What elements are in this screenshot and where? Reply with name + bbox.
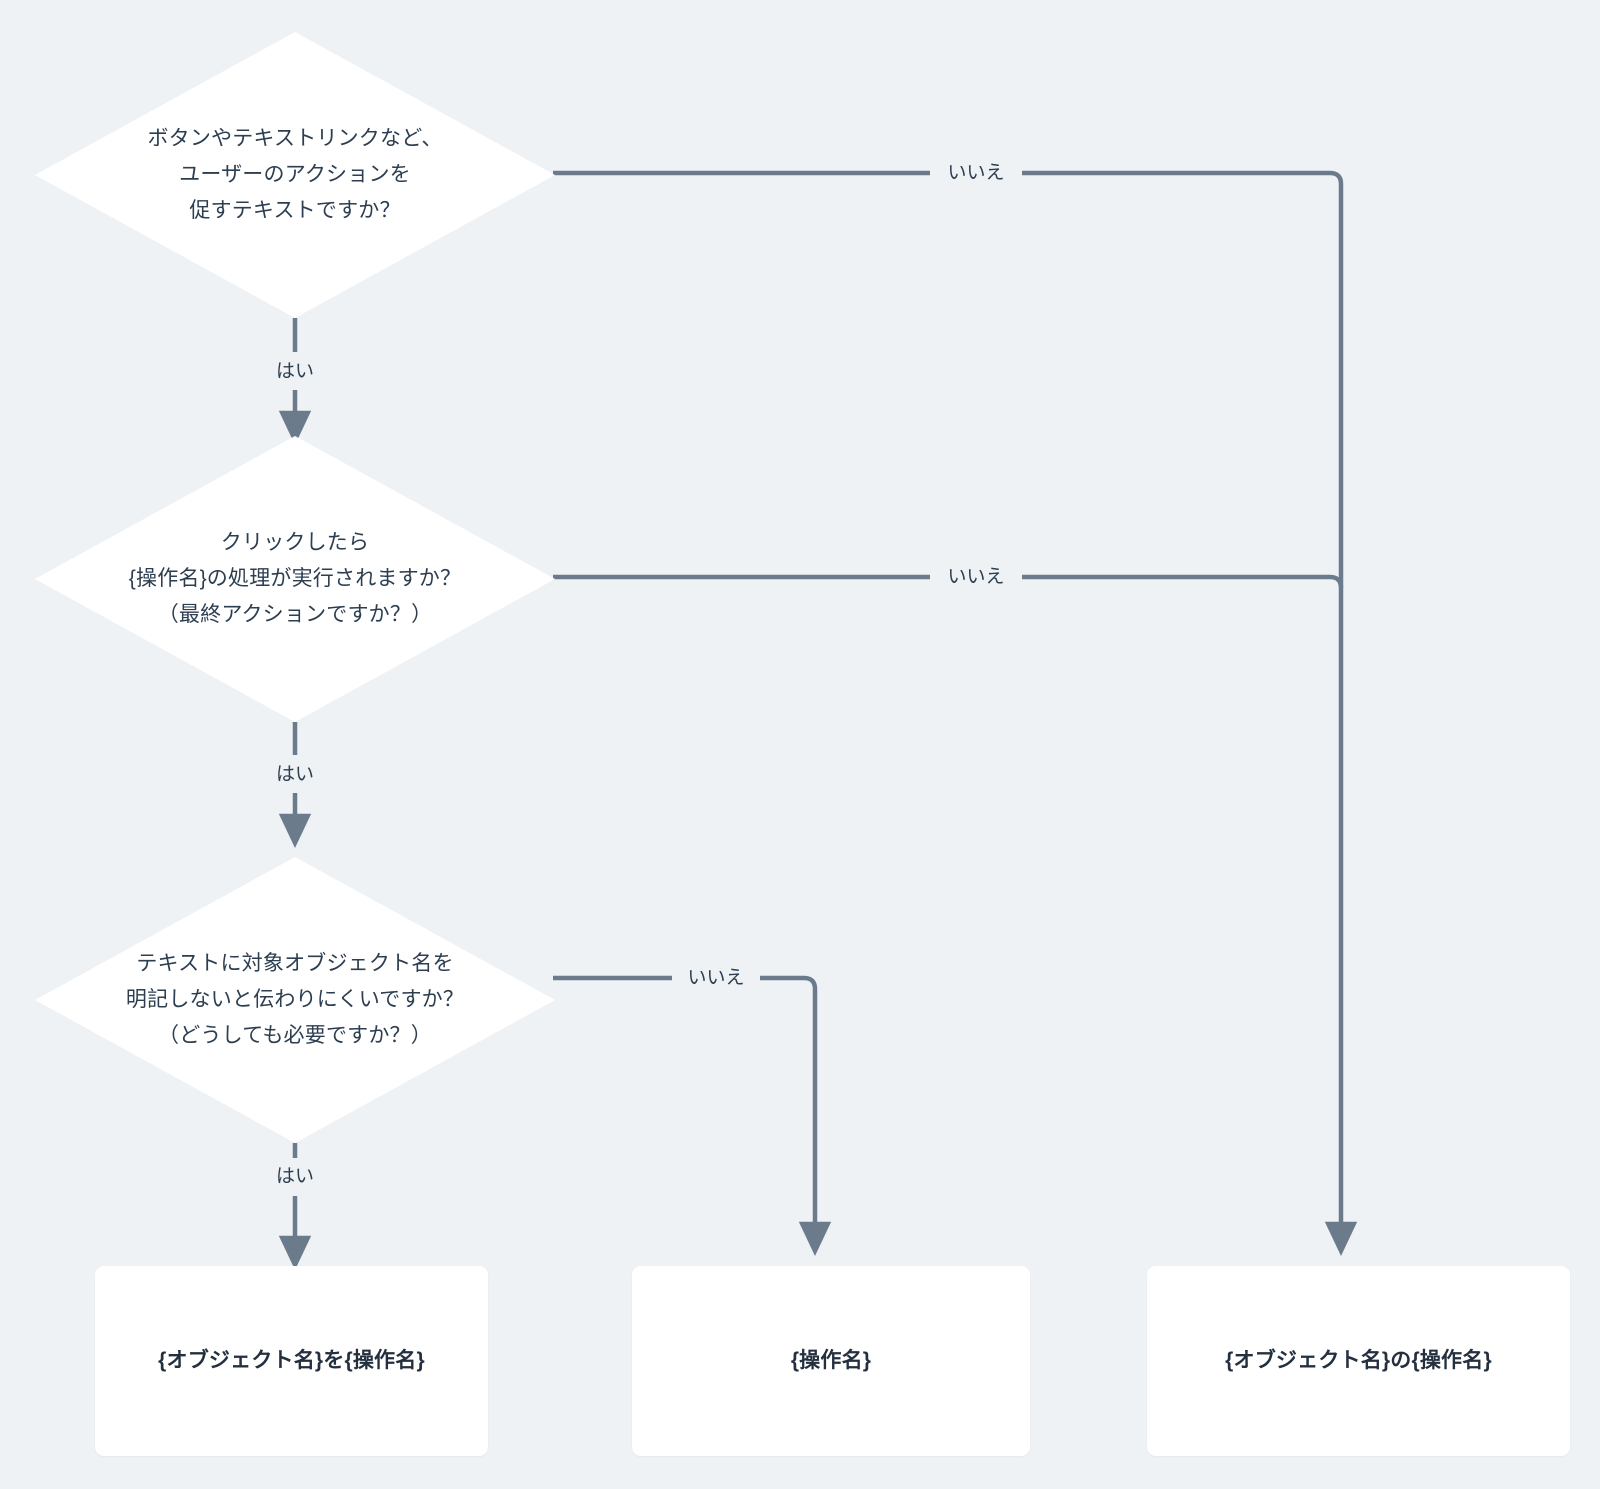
edge-q2-r3-right — [1022, 574, 1344, 589]
edge-label-q2-no: いいえ — [940, 565, 1012, 589]
decision-node-q3[interactable]: テキストに対象オブジェクト名を 明記しないと伝わりにくいですか？ （どうしても必… — [35, 857, 555, 1143]
edge-label-q1-yes: はい — [268, 360, 322, 383]
decision-q3-label: テキストに対象オブジェクト名を 明記しないと伝わりにくいですか？ （どうしても必… — [125, 951, 465, 1048]
decision-node-q1[interactable]: ボタンやテキストリンクなど、 ユーザーのアクションを 促すテキストですか？ — [35, 32, 555, 318]
result-box-1-label: {オブジェクト名}を{操作名} — [158, 1349, 425, 1373]
edge-label-q1-no: いいえ — [940, 161, 1012, 185]
decision-q2-label: クリックしたら {操作名}の処理が実行されますか？ （最終アクションですか？） — [128, 530, 462, 627]
edge-q1-r3-right — [1022, 170, 1358, 1257]
edge-label-q3-yes: はい — [268, 1165, 322, 1188]
result-box-object-wo-action[interactable]: {オブジェクト名}を{操作名} — [95, 1266, 488, 1456]
result-box-2-label: {操作名} — [790, 1349, 872, 1373]
result-box-3-label: {オブジェクト名}の{操作名} — [1225, 1349, 1492, 1373]
result-box-object-no-action[interactable]: {オブジェクト名}の{操作名} — [1147, 1266, 1570, 1456]
decision-q1-label: ボタンやテキストリンクなど、 ユーザーのアクションを 促すテキストですか？ — [147, 126, 443, 223]
edge-label-q2-yes: はい — [268, 763, 322, 786]
decision-node-q2[interactable]: クリックしたら {操作名}の処理が実行されますか？ （最終アクションですか？） — [35, 436, 555, 722]
edge-label-q3-no: いいえ — [680, 966, 752, 990]
edge-q3-r2-right — [760, 975, 832, 1257]
result-box-action-only[interactable]: {操作名} — [632, 1266, 1030, 1456]
